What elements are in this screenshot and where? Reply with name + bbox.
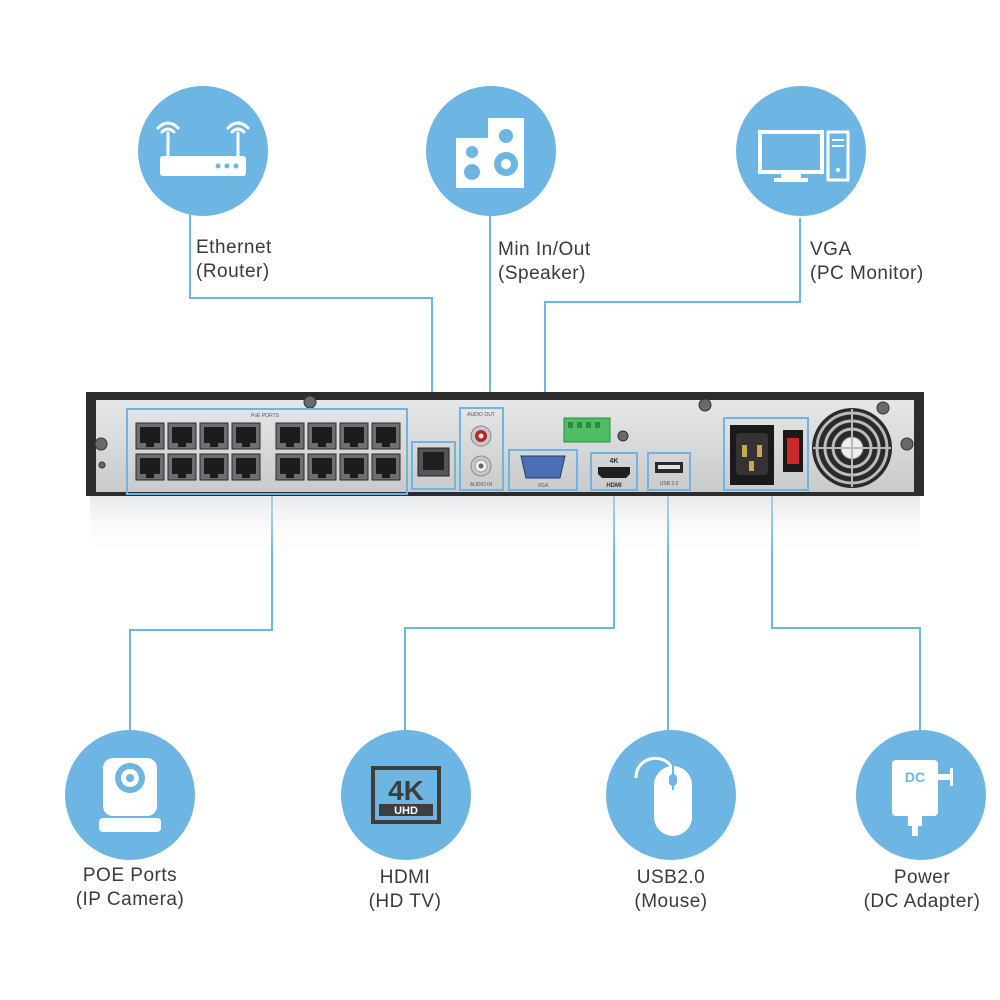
svg-text:DC: DC: [905, 769, 925, 785]
poe-port: [199, 422, 229, 450]
4k-uhd-icon: 4K UHD: [371, 766, 441, 824]
audio-out-label: AUDIO OUT: [467, 412, 495, 418]
poe-port: [231, 453, 261, 481]
poe-title: POE Ports: [82, 865, 178, 886]
poe-port: [339, 453, 369, 481]
speaker-circle: [426, 86, 556, 216]
poe-port: [275, 422, 305, 450]
alarm-terminal: [563, 417, 611, 443]
poe-port: [339, 422, 369, 450]
router-circle: [138, 86, 268, 216]
poe-port: [167, 453, 197, 481]
hdmi-connector: [404, 492, 615, 730]
screw: [98, 461, 106, 469]
vga-port: [520, 455, 566, 479]
vga-label: VGA (PC Monitor): [810, 238, 924, 286]
hdtv-circle: 4K UHD: [341, 730, 471, 860]
poe-port: [199, 453, 229, 481]
mouse-circle: [606, 730, 736, 860]
screw: [303, 395, 317, 409]
power-connector: [771, 492, 921, 730]
pc-monitor-icon: [758, 130, 850, 182]
screw: [94, 437, 108, 451]
power-title: Power: [893, 867, 951, 888]
screw: [617, 430, 629, 442]
poe-connector: [129, 492, 273, 730]
screw: [876, 401, 890, 415]
poe-port: [167, 422, 197, 450]
poe-port: [275, 453, 305, 481]
ethernet-label: Ethernet (Router): [196, 236, 272, 284]
hdmi-label: HDMI (HD TV): [330, 866, 480, 914]
screw: [698, 398, 712, 412]
poe-port: [135, 422, 165, 450]
vga-label: VGA: [538, 483, 549, 489]
hdmi-4k-label: 4K: [610, 458, 619, 465]
power-label: Power (DC Adapter): [848, 866, 996, 914]
usb-label: USB 2.0: [660, 481, 679, 487]
hdmi-title: HDMI: [379, 867, 431, 888]
dc-adapter-circle: DC: [856, 730, 986, 860]
usb-label: USB2.0 (Mouse): [596, 866, 746, 914]
router-icon: [156, 121, 250, 176]
audio-label: Min In/Out (Speaker): [498, 238, 591, 286]
hdmi-label: HDMI: [606, 483, 622, 489]
power-subtitle: (DC Adapter): [863, 891, 981, 912]
hdmi-subtitle: (HD TV): [368, 891, 442, 912]
usb-title: USB2.0: [636, 867, 706, 888]
mouse-icon: [634, 756, 692, 836]
audio-in-label: AUDIO IN: [470, 482, 493, 488]
ethernet-title: Ethernet: [196, 237, 272, 258]
usb-port-highlight: [647, 452, 691, 491]
hdmi-port: [598, 467, 630, 478]
ethernet-subtitle: (Router): [196, 261, 270, 282]
poe-port: [307, 453, 337, 481]
speaker-icon: [456, 118, 524, 188]
pc-monitor-circle: [736, 86, 866, 216]
vga-connector: [544, 218, 801, 450]
dc-adapter-icon: DC: [892, 760, 953, 836]
poe-subtitle: (IP Camera): [75, 889, 185, 910]
poe-port: [231, 422, 261, 450]
screw: [900, 437, 914, 451]
ip-camera-icon: [99, 758, 161, 832]
poe-port: [371, 453, 401, 481]
poe-port-grid: [135, 422, 401, 481]
svg-text:4K: 4K: [388, 775, 424, 806]
ethernet-connector: [189, 215, 433, 412]
poe-port: [371, 422, 401, 450]
audio-title: Min In/Out: [498, 239, 591, 260]
poe-port: [135, 453, 165, 481]
vga-title: VGA: [810, 239, 852, 260]
poe-label: POE Ports (IP Camera): [50, 864, 210, 912]
poe-ports-highlight: [126, 408, 408, 495]
vga-port-highlight: [508, 449, 578, 491]
ip-camera-circle: [65, 730, 195, 860]
vga-subtitle: (PC Monitor): [810, 263, 924, 284]
audio-subtitle: (Speaker): [498, 263, 586, 284]
audio-ports-highlight: [459, 407, 504, 491]
cooling-fan: [812, 408, 892, 488]
power-highlight: [723, 417, 809, 491]
usb-subtitle: (Mouse): [634, 891, 708, 912]
poe-port: [307, 422, 337, 450]
poe-ports-label: PoE PORTS: [251, 413, 280, 419]
hdmi-port-highlight: [590, 452, 638, 491]
ethernet-port-highlight: [411, 441, 456, 490]
svg-text:UHD: UHD: [394, 805, 418, 817]
